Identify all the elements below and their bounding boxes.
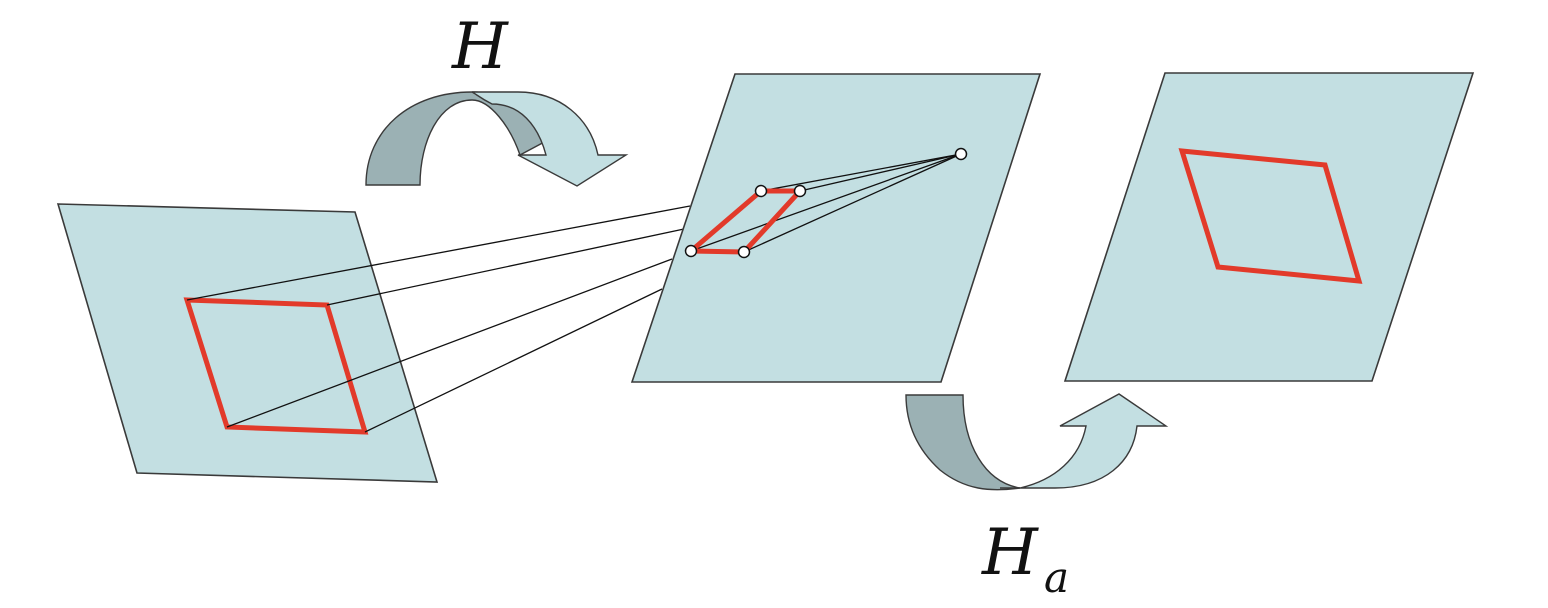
label-ha-subscript: a	[1044, 553, 1069, 602]
arrow-ha-inner	[905, 394, 1021, 491]
vertex-point	[793, 184, 807, 198]
vanishing-point	[954, 147, 968, 161]
vanishing-line	[690, 153, 962, 252]
label-h: H	[451, 10, 509, 84]
projection-line	[364, 288, 663, 433]
label-ha: H	[981, 516, 1039, 590]
vanishing-line	[743, 153, 962, 253]
projection-line	[186, 205, 691, 301]
plane-rectified-surface	[1063, 72, 1475, 382]
plane-affine-surface	[630, 73, 1042, 383]
vertices	[684, 147, 968, 259]
vertex-point	[737, 245, 751, 259]
vanishing-line	[799, 153, 962, 192]
plane-rectified	[1063, 72, 1475, 382]
arrow-ha-outer	[1000, 393, 1169, 489]
projection-line	[226, 258, 673, 428]
arrow-h-outer	[471, 91, 629, 187]
vanishing-lines	[690, 153, 962, 253]
arrow-h-icon	[365, 91, 629, 187]
vertex-point	[684, 244, 698, 258]
vertex-point	[754, 184, 768, 198]
vanishing-line	[760, 153, 962, 192]
plane-original	[56, 203, 439, 483]
projection-lines	[186, 205, 691, 433]
projection-line	[326, 228, 685, 306]
arrow-ha-icon	[905, 393, 1169, 491]
plane-original-surface	[56, 203, 439, 483]
plane-affine	[630, 73, 1042, 383]
quad-rectified	[1178, 148, 1363, 284]
